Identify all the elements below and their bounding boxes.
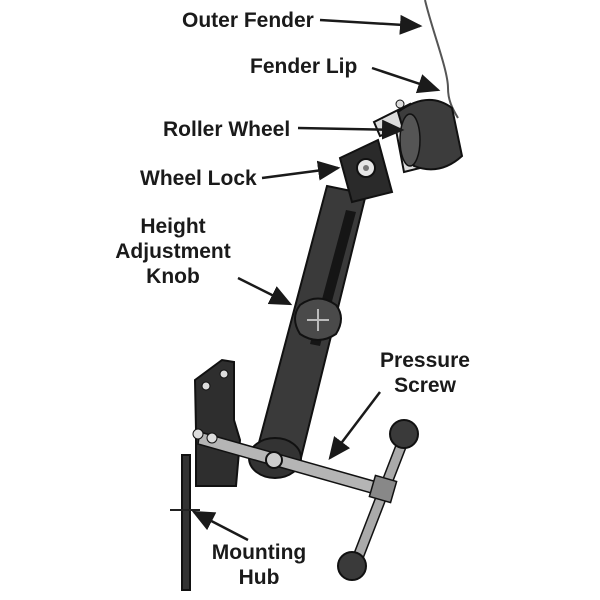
label-line: Adjustment	[115, 240, 231, 263]
label-line: Hub	[238, 566, 280, 589]
arrow-roller-wheel	[297, 119, 405, 140]
t-handle-bar	[348, 439, 410, 567]
arrow-wheel-lock	[261, 160, 341, 181]
label-pressure-screw: Pressure Screw	[370, 348, 480, 398]
t-handle-knob	[389, 419, 419, 449]
hub-bolt	[219, 369, 229, 379]
label-mounting-hub: Mounting Hub	[204, 540, 314, 590]
label-fender-lip: Fender Lip	[250, 55, 358, 78]
label-line: Knob	[146, 265, 200, 288]
t-handle-knob	[337, 551, 367, 581]
label-roller-wheel: Roller Wheel	[163, 118, 291, 141]
hub-bolt	[201, 381, 211, 391]
label-line: Screw	[394, 374, 456, 397]
mounting-hub-plate	[193, 358, 242, 487]
label-line: Height	[140, 215, 206, 238]
arrow-height-knob	[237, 276, 293, 306]
arrow-fender-lip	[371, 66, 441, 94]
mounting-hub-flange	[181, 454, 191, 591]
arrow-mounting-hub	[191, 510, 249, 542]
arrow-outer-fender	[319, 14, 423, 35]
label-outer-fender: Outer Fender	[182, 9, 314, 32]
arm-pivot	[265, 451, 283, 469]
label-height-adjustment-knob: Height Adjustment Knob	[108, 214, 238, 289]
arrow-pressure-screw	[328, 391, 381, 460]
label-wheel-lock: Wheel Lock	[140, 167, 257, 190]
label-line: Pressure	[380, 349, 470, 372]
label-line: Mounting	[211, 541, 307, 564]
